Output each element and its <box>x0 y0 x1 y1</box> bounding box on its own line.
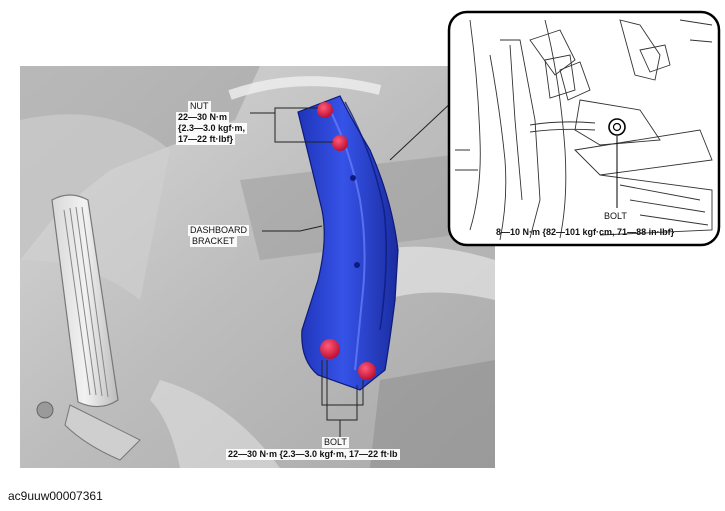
lower-bolt-torque: 22—30 N·m {2.3—3.0 kgf·m, 17—22 ft·lb <box>226 449 400 460</box>
dashboard-bracket <box>297 95 399 391</box>
bracket-label-line-1: DASHBOARD <box>188 225 250 236</box>
bracket-hole <box>354 262 360 268</box>
inset-bolt <box>608 118 626 136</box>
bracket-leader <box>262 225 323 232</box>
floor-panel <box>20 114 170 301</box>
bolt-lower-right <box>358 362 376 380</box>
inset-bolt-head <box>612 122 622 132</box>
lower-right-panel <box>370 360 495 468</box>
bolt-bracket-inner <box>326 360 358 421</box>
harness-top <box>228 76 382 100</box>
main-illustration <box>20 66 495 468</box>
bolt-lower-left <box>320 339 340 359</box>
bracket-hole <box>350 175 356 181</box>
inset-pointer <box>389 99 455 161</box>
figure-id: ac9uuw00007361 <box>8 489 103 503</box>
nut-leader-lower <box>274 113 333 143</box>
nut-label: NUT <box>188 101 211 112</box>
bracket-label-line-2: BRACKET <box>190 236 237 247</box>
leader-lines <box>250 99 455 440</box>
inset-bolt-label: BOLT <box>604 211 627 221</box>
floor-bolt <box>36 401 54 419</box>
inset-detail <box>447 10 721 247</box>
nut-lower <box>332 135 348 151</box>
lower-bolt-label: BOLT <box>322 437 349 448</box>
inset-frame <box>447 10 721 247</box>
bolt-bracket-outer <box>321 360 364 406</box>
inset-line-art <box>455 19 713 241</box>
nut-torque-line-2: {2.3—3.0 kgf·m, <box>176 123 248 134</box>
nut-leader-upper <box>250 107 318 114</box>
inset-bolt-torque: 8—10 N·m {82—101 kgf·cm, 71—88 in·lbf} <box>496 227 675 237</box>
nut-upper <box>317 102 333 118</box>
nut-torque-line-1: 22—30 N·m <box>176 112 230 123</box>
accelerator-pedal <box>51 194 141 461</box>
lower-left-panel <box>150 380 280 468</box>
pipe-right <box>380 246 495 300</box>
nut-torque-line-3: 17—22 ft·lbf} <box>176 134 236 145</box>
